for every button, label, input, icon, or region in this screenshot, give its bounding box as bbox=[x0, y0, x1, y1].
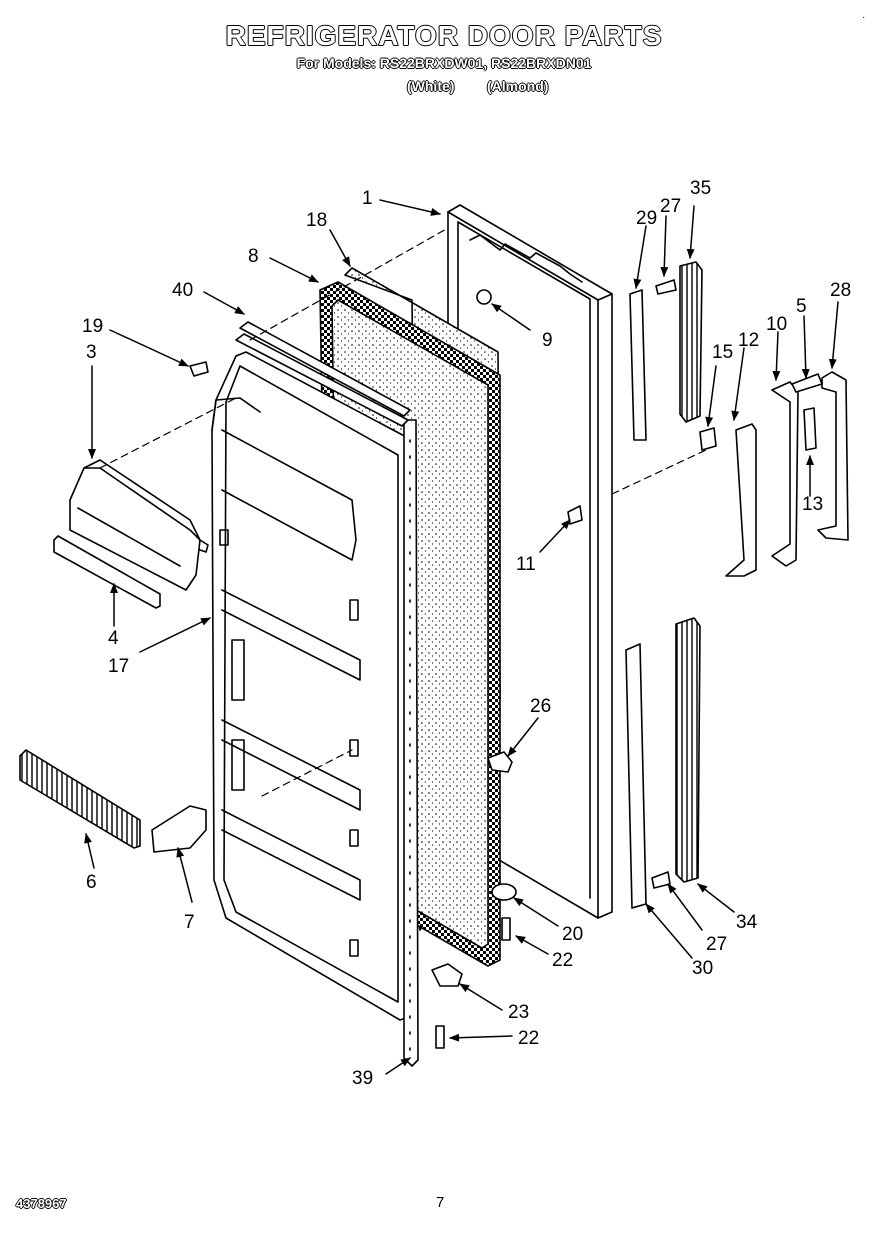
screw-19-icon bbox=[189, 361, 209, 377]
upper-handle-trim bbox=[629, 261, 703, 441]
top-trim bbox=[235, 321, 411, 427]
callout-22-upper: 22 bbox=[552, 950, 573, 971]
corner-mark: · bbox=[862, 12, 866, 23]
screw-9-icon bbox=[476, 289, 492, 305]
trim-strip bbox=[53, 535, 161, 609]
callout-13: 13 bbox=[802, 494, 823, 515]
page-number: 7 bbox=[436, 1194, 445, 1211]
callout-5: 5 bbox=[796, 296, 807, 317]
callout-1: 1 bbox=[362, 188, 373, 209]
callout-40: 40 bbox=[172, 280, 193, 301]
callout-10: 10 bbox=[766, 314, 787, 335]
upper-handle bbox=[699, 371, 849, 577]
callout-19: 19 bbox=[82, 316, 103, 337]
callout-15: 15 bbox=[712, 342, 733, 363]
callout-17: 17 bbox=[108, 656, 129, 677]
color-almond-label: (Almond) bbox=[487, 78, 549, 94]
callout-12: 12 bbox=[738, 330, 759, 351]
callout-11: 11 bbox=[516, 554, 536, 575]
callout-35: 35 bbox=[690, 178, 711, 199]
page-title: REFRIGERATOR DOOR PARTS bbox=[225, 19, 663, 51]
callout-3: 3 bbox=[86, 342, 97, 363]
document-number: 4378967 bbox=[16, 1196, 67, 1211]
callout-9: 9 bbox=[542, 330, 553, 351]
callout-8: 8 bbox=[248, 246, 259, 267]
construction-lines bbox=[99, 227, 707, 797]
callout-39: 39 bbox=[352, 1068, 373, 1089]
color-white-label: (White) bbox=[407, 78, 455, 94]
callout-4: 4 bbox=[108, 628, 119, 649]
callout-18: 18 bbox=[306, 210, 327, 231]
callout-26: 26 bbox=[530, 696, 551, 717]
shelf-end-cap bbox=[151, 805, 207, 853]
dispenser-cover bbox=[69, 459, 209, 591]
callout-6: 6 bbox=[86, 872, 97, 893]
breaker-strip bbox=[403, 419, 419, 1067]
leader-lines bbox=[84, 199, 839, 1075]
callout-20: 20 bbox=[562, 924, 583, 945]
callout-34: 34 bbox=[736, 912, 758, 933]
models-line: For Models: RS22BRXDW01, RS22BRXDN01 bbox=[296, 55, 592, 71]
callout-23: 23 bbox=[508, 1002, 529, 1023]
clip-26-icon bbox=[487, 751, 513, 773]
callout-7: 7 bbox=[184, 912, 195, 933]
inner-door-liner bbox=[211, 351, 413, 1021]
lower-handle-trim bbox=[625, 617, 701, 909]
callout-27-upper: 27 bbox=[660, 196, 681, 217]
callout-22-lower: 22 bbox=[518, 1028, 539, 1049]
callout-30: 30 bbox=[692, 958, 713, 979]
bottom-grille bbox=[19, 749, 141, 849]
callout-29: 29 bbox=[636, 208, 657, 229]
callout-27-lower: 27 bbox=[706, 934, 727, 955]
callout-28: 28 bbox=[830, 280, 851, 301]
bottom-hinge-parts bbox=[431, 883, 517, 1049]
